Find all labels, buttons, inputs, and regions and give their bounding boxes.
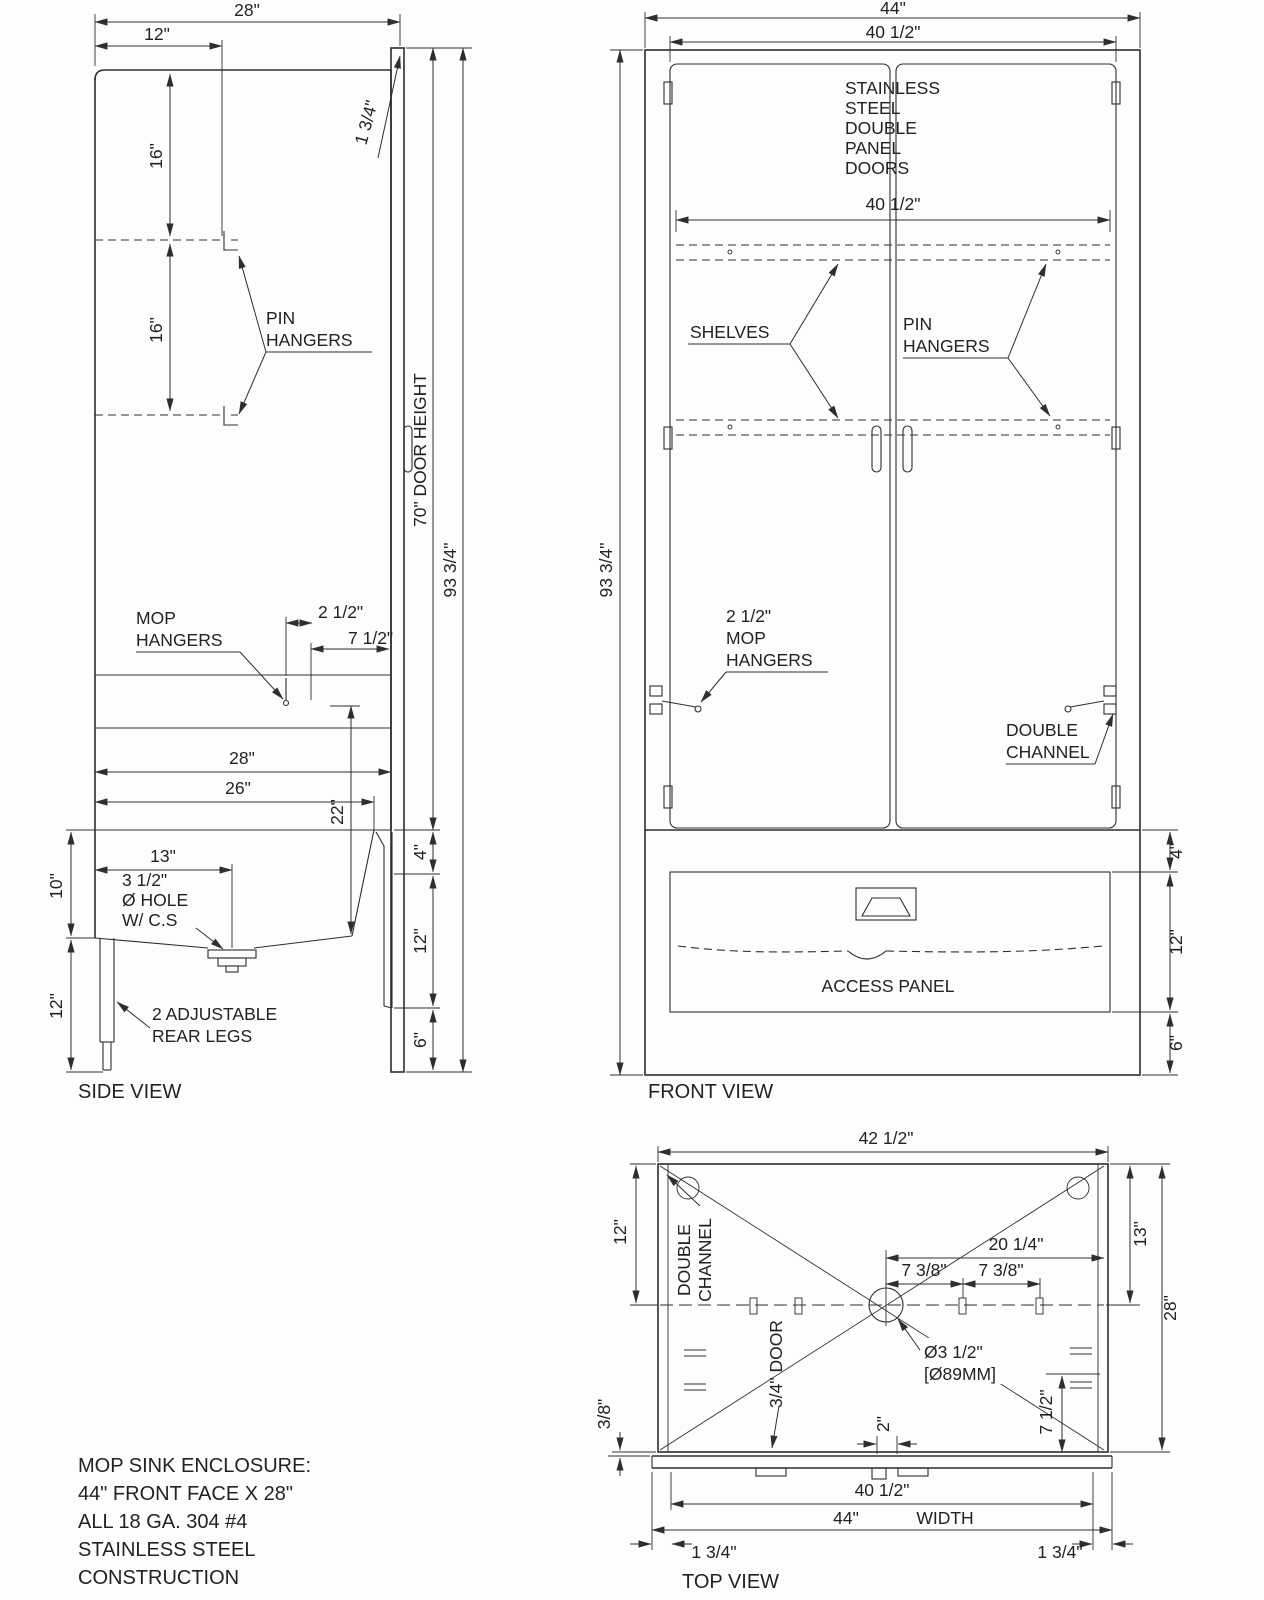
side-dim-depth-26: 26" [225, 778, 251, 798]
side-dim-12: 12" [144, 24, 170, 44]
front-label-double-channel-1: DOUBLE [1006, 720, 1078, 740]
side-label-pin-hangers-1: PIN [266, 308, 295, 328]
front-label-mop-hangers-1: 2 1/2" [726, 606, 771, 626]
side-dim-7-1-2: 7 1/2" [348, 628, 393, 648]
side-label-mop-hangers-1: MOP [136, 608, 176, 628]
side-label-drain-hole-1: 3 1/2" [122, 870, 167, 890]
note-line-5: CONSTRUCTION [78, 1567, 239, 1589]
front-label-mop-hangers-2: MOP [726, 628, 766, 648]
top-dim-44: 44" [833, 1508, 859, 1528]
note-line-1: MOP SINK ENCLOSURE: [78, 1455, 311, 1477]
front-label-doors-1: STAINLESS [845, 78, 940, 98]
side-dim-16-b: 16" [146, 317, 166, 343]
top-dim-7-1-2: 7 1/2" [1036, 1389, 1056, 1434]
top-dim-1-3-4-right: 1 3/4" [1037, 1542, 1082, 1562]
top-dim-40-1-2: 40 1/2" [855, 1480, 910, 1500]
front-dim-40-1-2-mid: 40 1/2" [866, 194, 921, 214]
top-view-leaders [666, 1174, 1022, 1449]
side-dim-front-12: 12" [410, 928, 430, 954]
side-dim-door-height: 70" DOOR HEIGHT [410, 373, 430, 527]
top-view-title: TOP VIEW [682, 1571, 779, 1593]
top-dim-3-4-door: 3/4" DOOR [766, 1320, 786, 1408]
top-label-hole-1: Ø3 1/2" [924, 1342, 983, 1362]
front-view-title: FRONT VIEW [648, 1081, 773, 1103]
front-label-access-panel: ACCESS PANEL [822, 976, 955, 996]
note-line-4: STAINLESS STEEL [78, 1539, 255, 1561]
top-label-double-channel-2: CHANNEL [695, 1218, 715, 1302]
side-dim-13: 13" [150, 846, 176, 866]
front-dim-front-12: 12" [1166, 929, 1186, 955]
side-view-geometry [66, 47, 413, 1073]
front-view-geometry [644, 49, 1141, 1076]
title-notes: MOP SINK ENCLOSURE: 44" FRONT FACE X 28"… [78, 1455, 311, 1589]
front-dim-44: 44" [880, 0, 906, 18]
note-line-2: 44" FRONT FACE X 28" [78, 1483, 293, 1505]
side-view-dimensions [66, 14, 472, 1073]
top-dim-20-1-4: 20 1/4" [989, 1234, 1044, 1254]
front-label-pin-hangers-1: PIN [903, 314, 932, 334]
top-view: 42 1/2" 12" 13" 28" DOUBLE CHANNEL 20 1/… [594, 1128, 1180, 1593]
side-dim-1-3-4: 1 3/4" [351, 98, 382, 147]
side-dim-16-a: 16" [146, 143, 166, 169]
side-dim-leg-12: 12" [46, 993, 66, 1019]
front-view-leaders [688, 263, 1114, 765]
top-dim-7-3-8-a: 7 3/8" [901, 1260, 946, 1280]
side-dim-front-6: 6" [410, 1032, 430, 1048]
top-label-hole-2: [Ø89MM] [924, 1364, 996, 1384]
top-dim-1-3-4-left: 1 3/4" [691, 1542, 736, 1562]
front-label-double-channel-2: CHANNEL [1006, 742, 1090, 762]
front-view: 44" 40 1/2" STAINLESS STEEL DOUBLE PANEL… [596, 0, 1186, 1103]
front-label-pin-hangers-2: HANGERS [903, 336, 990, 356]
top-dim-depth-28: 28" [1160, 1295, 1180, 1321]
front-label-doors-5: DOORS [845, 158, 909, 178]
top-dim-7-3-8-b: 7 3/8" [978, 1260, 1023, 1280]
front-label-mop-hangers-3: HANGERS [726, 650, 813, 670]
front-view-dimensions [610, 12, 1178, 1076]
top-dim-back-12: 12" [610, 1219, 630, 1245]
top-dim-back-13: 13" [1130, 1221, 1150, 1247]
front-label-doors-2: STEEL [845, 98, 901, 118]
side-dim-28: 28" [234, 0, 260, 20]
top-dim-42-1-2: 42 1/2" [859, 1128, 914, 1148]
side-view: 28" 12" 1 3/4" 16" 16" PIN HANGERS 70" D… [46, 0, 472, 1103]
side-dim-front-4: 4" [410, 844, 430, 860]
side-label-pin-hangers-2: HANGERS [266, 330, 353, 350]
top-dim-2: 2" [873, 1416, 893, 1432]
top-dim-3-8: 3/8" [594, 1399, 614, 1430]
side-label-rear-legs-2: REAR LEGS [152, 1026, 252, 1046]
front-label-doors-3: DOUBLE [845, 118, 917, 138]
front-label-doors-4: PANEL [845, 138, 901, 158]
side-dim-total-height: 93 3/4" [440, 543, 460, 598]
side-label-mop-hangers-2: HANGERS [136, 630, 223, 650]
note-line-3: ALL 18 GA. 304 #4 [78, 1511, 247, 1533]
side-dim-22: 22" [327, 799, 347, 825]
front-dim-total-height: 93 3/4" [596, 543, 616, 598]
front-dim-front-4: 4" [1166, 843, 1186, 859]
front-dim-40-1-2-top: 40 1/2" [866, 22, 921, 42]
side-view-leaders [116, 55, 401, 1029]
top-dim-width-word: WIDTH [916, 1508, 973, 1528]
side-dim-depth-28: 28" [229, 748, 255, 768]
top-view-dimensions [608, 1146, 1170, 1550]
side-label-drain-hole-2: Ø HOLE [122, 890, 188, 910]
side-dim-10: 10" [46, 873, 66, 899]
side-view-title: SIDE VIEW [78, 1081, 181, 1103]
side-label-rear-legs-1: 2 ADJUSTABLE [152, 1004, 277, 1024]
side-dim-2-1-2: 2 1/2" [318, 602, 363, 622]
side-label-drain-hole-3: W/ C.S [122, 910, 177, 930]
front-dim-front-6: 6" [1166, 1035, 1186, 1051]
top-view-geometry [651, 1163, 1113, 1480]
top-label-double-channel-1: DOUBLE [674, 1224, 694, 1296]
front-label-shelves: SHELVES [690, 322, 769, 342]
